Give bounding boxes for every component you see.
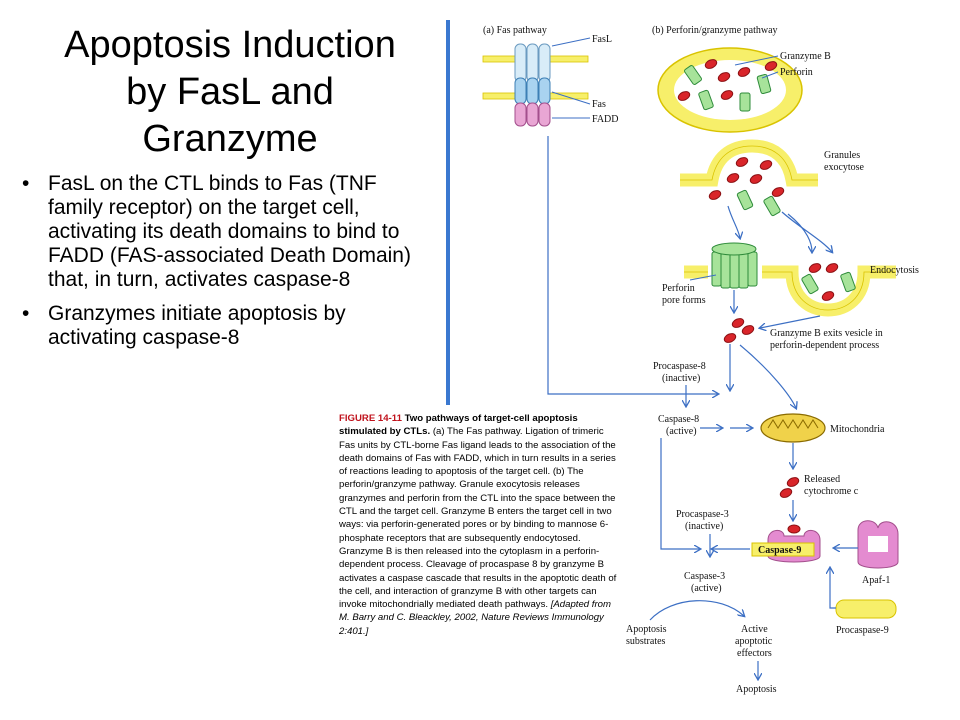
granzyme-dot xyxy=(764,61,778,71)
effectors-label-1: Active xyxy=(741,624,768,635)
apoptosis-label: Apoptosis xyxy=(736,684,777,695)
granzyme-dot xyxy=(704,59,718,69)
released-label-1: Released xyxy=(804,474,840,485)
perforin-cylinder xyxy=(698,89,714,111)
fas-trimer xyxy=(514,77,551,105)
caspase8-label-1: Caspase-8 xyxy=(658,414,699,425)
bullet-icon: • xyxy=(22,302,30,325)
title-line-1: Apoptosis Induction xyxy=(64,24,396,66)
panel-b-label: (b) Perforin/granzyme pathway xyxy=(652,25,778,36)
figure-caption: FIGURE 14-11 Two pathways of target-cell… xyxy=(339,412,621,712)
mitochondrion xyxy=(760,413,826,443)
perforin-cylinder xyxy=(756,73,772,95)
caption-source: [Adapted from M. Barry and C. Bleackley,… xyxy=(339,599,611,637)
fadd-trimer xyxy=(514,102,551,127)
mitochondria-label: Mitochondria xyxy=(830,424,885,435)
caspase9-complex: Caspase-9 xyxy=(751,524,821,563)
granzyme-b-label: Granzyme B xyxy=(780,51,831,62)
bullet-item: • Granzymes initiate apoptosis by activa… xyxy=(22,302,432,350)
perforin-cylinder xyxy=(739,92,751,112)
granzyme-dot xyxy=(677,91,691,101)
bullet-item: • FasL on the CTL binds to Fas (TNF fami… xyxy=(22,172,432,292)
granules-label-1: Granules xyxy=(824,150,860,161)
procaspase3-label-1: Procaspase-3 xyxy=(676,509,729,520)
perforin-label: Perforin xyxy=(780,67,813,78)
caspase3-label-2: (active) xyxy=(691,583,722,594)
granule-vesicle: Granzyme B Perforin xyxy=(657,47,831,133)
fasl-label: FasL xyxy=(592,34,612,45)
granules-label-2: exocytose xyxy=(824,162,865,173)
fas-to-caspase8-arrow xyxy=(547,136,718,394)
apaf1-label: Apaf-1 xyxy=(862,575,890,586)
granzyme-dot xyxy=(717,72,731,82)
granzyme-dot xyxy=(737,67,751,77)
effectors-label-2: apoptotic xyxy=(735,636,773,647)
bullet-text: Granzymes initiate apoptosis by activati… xyxy=(48,302,346,349)
bullet-icon: • xyxy=(22,172,30,195)
effectors-label-3: effectors xyxy=(737,648,772,659)
endocytosis-label: Endocytosis xyxy=(870,265,919,276)
procaspase8-label-2: (inactive) xyxy=(662,373,700,384)
procaspase8-label-1: Procaspase-8 xyxy=(653,361,706,372)
bullet-text: FasL on the CTL binds to Fas (TNF family… xyxy=(48,172,411,291)
fadd-label: FADD xyxy=(592,114,618,125)
exocytosis-membrane: Granules exocytose xyxy=(680,139,865,217)
procaspase9-shape xyxy=(835,599,897,619)
caspase3-label-1: Caspase-3 xyxy=(684,571,725,582)
vertical-divider xyxy=(446,20,450,405)
caspase9-label: Caspase-9 xyxy=(758,545,801,556)
title-line-3: Granzyme xyxy=(142,118,318,160)
perforin-pore-label-2: pore forms xyxy=(662,295,706,306)
apaf1 xyxy=(857,520,899,569)
procaspase3-label-2: (inactive) xyxy=(685,521,723,532)
fasl-trimer xyxy=(514,43,551,83)
slide-title: Apoptosis Induction by FasL and Granzyme xyxy=(20,22,440,163)
figure-number: FIGURE 14-11 xyxy=(339,413,402,424)
title-line-2: by FasL and xyxy=(126,71,334,113)
substrates-label-2: substrates xyxy=(626,636,666,647)
figure-title: Two pathways of target-cell apoptosis st… xyxy=(339,413,578,438)
panel-a-label: (a) Fas pathway xyxy=(483,25,547,36)
caspase8-label-2: (active) xyxy=(666,426,697,437)
procaspase9-label: Procaspase-9 xyxy=(836,625,889,636)
perforin-pore-label-1: Perforin xyxy=(662,283,695,294)
released-label-2: cytochrome c xyxy=(804,486,859,497)
perforin-pore xyxy=(711,242,758,289)
fas-receptor-complex: FasL Fas FADD xyxy=(482,34,618,127)
bullet-list: • FasL on the CTL binds to Fas (TNF fami… xyxy=(22,172,432,360)
caption-body: (a) The Fas pathway. Ligation of trimeri… xyxy=(339,426,617,611)
granzyme-exits-label-1: Granzyme B exits vesicle in xyxy=(770,328,883,339)
granzyme-exits-label-2: perforin-dependent process xyxy=(770,340,879,351)
perforin-cylinder xyxy=(684,65,702,85)
substrates-label-1: Apoptosis xyxy=(626,624,667,635)
granzyme-dot xyxy=(720,90,734,100)
fas-label: Fas xyxy=(592,99,606,110)
target-membrane: Perforin pore forms Endocytosis xyxy=(662,242,919,317)
